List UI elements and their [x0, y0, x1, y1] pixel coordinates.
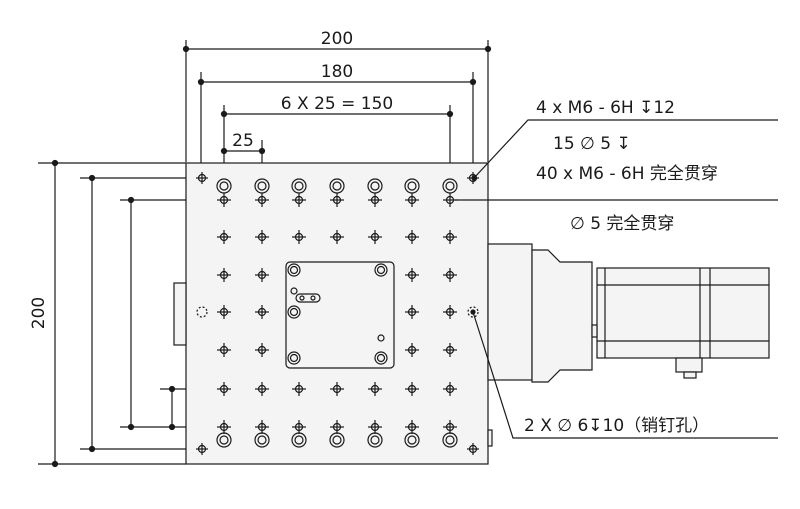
carriage-mount-holes: [287, 263, 388, 365]
tapped-hole: [217, 230, 231, 244]
carriage-hole: [374, 351, 388, 365]
tapped-hole: [292, 193, 306, 207]
corner-tapped-hole: [196, 172, 208, 184]
tapped-hole: [255, 382, 269, 396]
counterbore-hole: [367, 178, 383, 194]
tapped-hole: [217, 382, 231, 396]
corner-tapped-holes: [196, 172, 479, 455]
tapped-hole: [255, 420, 269, 434]
counterbore-holes: [216, 178, 458, 448]
tapped-hole: [255, 268, 269, 282]
tapped-hole: [292, 230, 306, 244]
tapped-hole: [443, 230, 457, 244]
callout-counterbore: 15 ∅ 5 ↧: [553, 134, 631, 154]
tapped-hole: [330, 420, 344, 434]
tapped-hole: [217, 343, 231, 357]
tapped-hole-grid: [217, 193, 457, 434]
tapped-hole: [443, 305, 457, 319]
tapped-hole: [443, 382, 457, 396]
tapped-hole: [217, 420, 231, 434]
motor-flange: [487, 243, 533, 381]
dimension-top-180: [197, 72, 477, 170]
carriage-hole: [374, 263, 388, 277]
dim-label-top-150: 6 X 25 = 150: [281, 94, 393, 114]
pin-hole-right: [467, 306, 479, 318]
center-carriage: [285, 261, 395, 369]
tapped-hole: [368, 382, 382, 396]
callout-pin-hole: 2 X ∅ 6↧10（销钉孔）: [524, 416, 709, 436]
tapped-hole: [255, 230, 269, 244]
tapped-hole: [405, 382, 419, 396]
counterbore-hole: [329, 432, 345, 448]
tapped-hole: [255, 343, 269, 357]
dim-label-left-200: 200: [29, 297, 49, 329]
counterbore-hole: [254, 178, 270, 194]
callout-through-hole: ∅ 5 完全贯穿: [570, 214, 674, 234]
right-edge-feature: [487, 429, 493, 447]
tapped-hole: [443, 193, 457, 207]
tapped-hole: [292, 382, 306, 396]
motor-connector-tip: [683, 371, 697, 379]
motor-body: [596, 267, 770, 359]
counterbore-hole: [404, 178, 420, 194]
tapped-hole: [443, 268, 457, 282]
dim-label-top-25: 25: [232, 131, 254, 151]
tapped-hole: [255, 305, 269, 319]
tapped-hole: [443, 343, 457, 357]
carriage-hole: [287, 351, 301, 365]
callout-corner-tap: 4 x M6 - 6H ↧12: [536, 98, 675, 118]
counterbore-hole: [367, 432, 383, 448]
tapped-hole: [405, 420, 419, 434]
motor-adapter: [531, 249, 593, 383]
callout-grid-tap: 40 x M6 - 6H 完全贯穿: [536, 164, 718, 184]
tapped-hole: [368, 230, 382, 244]
pin-hole-left: [196, 306, 208, 318]
tapped-hole: [217, 305, 231, 319]
counterbore-hole: [291, 432, 307, 448]
tapped-hole: [405, 268, 419, 282]
carriage-hole: [287, 263, 301, 277]
tapped-hole: [330, 193, 344, 207]
tapped-hole: [368, 193, 382, 207]
dimension-left-180: [80, 174, 201, 453]
counterbore-hole: [216, 432, 232, 448]
corner-tapped-hole: [196, 443, 208, 455]
tapped-hole: [405, 305, 419, 319]
leader-pin-hole: [470, 309, 778, 439]
counterbore-hole: [404, 432, 420, 448]
dimension-left-200: [38, 159, 186, 468]
counterbore-hole: [329, 178, 345, 194]
counterbore-hole: [254, 432, 270, 448]
counterbore-hole: [442, 178, 458, 194]
tapped-hole: [292, 420, 306, 434]
tapped-hole: [368, 420, 382, 434]
tapped-hole: [443, 420, 457, 434]
dimension-top-200: [182, 40, 492, 162]
tapped-hole: [330, 230, 344, 244]
dim-label-top-200: 200: [321, 29, 353, 49]
counterbore-hole: [291, 178, 307, 194]
tapped-hole: [255, 193, 269, 207]
tapped-hole: [217, 268, 231, 282]
tapped-hole: [405, 230, 419, 244]
counterbore-hole: [442, 432, 458, 448]
corner-tapped-hole: [467, 443, 479, 455]
dim-label-top-180: 180: [321, 62, 353, 82]
leader-corner-tap: [471, 119, 778, 181]
tapped-hole: [217, 193, 231, 207]
carriage-hole: [287, 305, 301, 319]
motor-side-tab: [591, 324, 598, 338]
left-tab: [173, 282, 187, 346]
counterbore-hole: [216, 178, 232, 194]
motor-connector: [675, 357, 703, 373]
tapped-hole: [330, 382, 344, 396]
motor-assembly: [487, 243, 770, 383]
tapped-hole: [405, 343, 419, 357]
tapped-hole: [405, 193, 419, 207]
